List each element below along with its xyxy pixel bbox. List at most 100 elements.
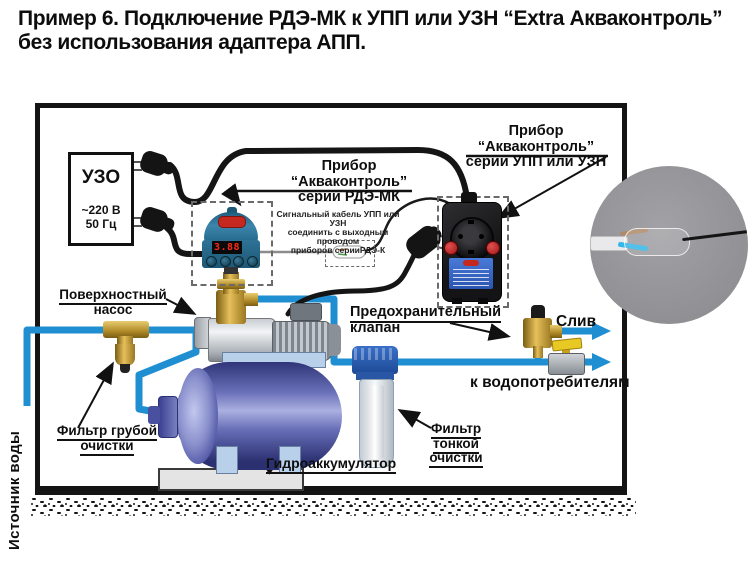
relay-top-nub <box>227 207 237 215</box>
coarse-filter-bowl <box>115 344 135 366</box>
relay-button-icon <box>219 256 231 267</box>
label-fine-filter: Фильтр тонкой очистки <box>406 421 506 468</box>
uzo-frequency: 50 Гц <box>85 217 117 231</box>
upp-socket-notch-bottom <box>468 250 474 254</box>
label-signal-note-line3: приборов серииРДЭ-К <box>290 245 386 255</box>
label-rde-device: Прибор “Акваконтроль” серии РДЭ-МК <box>273 158 425 206</box>
arrow-to-upp <box>496 156 607 219</box>
tank-strap-right <box>279 446 301 474</box>
label-hydroaccumulator: Гидроаккумулятор <box>266 455 397 474</box>
inset-splice-sleeve <box>624 228 690 256</box>
coarse-filter-drain-cap <box>120 364 130 373</box>
coarse-filter-tee <box>103 321 149 338</box>
label-signal-note: Сигнальный кабель УПП или УЗН соединить … <box>270 210 406 255</box>
upp-red-button-right <box>486 241 500 255</box>
label-fine-line1: Фильтр тонкой <box>430 421 482 454</box>
consumers-arrow-icon <box>592 353 611 371</box>
inset-black-wire <box>682 229 748 242</box>
cable-detail-inset <box>590 166 748 324</box>
upp-foot-right <box>478 298 488 304</box>
uzo-plug-top-icon <box>140 151 175 176</box>
label-surface-pump: Поверхностный насос <box>56 287 170 317</box>
label-rde-line1: Прибор “Акваконтроль” <box>290 158 408 190</box>
signal-wire-black <box>364 197 451 253</box>
label-coarse-line2: очистки <box>80 437 134 456</box>
uzo-voltage: ~220 В <box>81 203 121 217</box>
arrow-to-fine-filter <box>397 409 432 429</box>
ball-valve-body <box>548 353 585 375</box>
drain-arrow-icon <box>592 322 611 340</box>
fine-filter-cap-ribs <box>354 348 396 360</box>
splice-wire-green <box>337 253 348 256</box>
label-signal-note-line2: соединить с выходным проводом <box>287 227 389 246</box>
uzo-box: УЗО ~220 В 50 Гц <box>68 152 134 246</box>
power-cable-uzo-to-relay <box>164 225 207 257</box>
safety-valve-cap <box>531 305 545 320</box>
relay-base <box>224 267 238 274</box>
label-fine-line2: очистки <box>429 450 483 468</box>
fine-filter-cap <box>352 346 398 374</box>
coarse-filter-neck <box>117 336 133 346</box>
safety-valve-outlet <box>550 325 562 338</box>
tank-port-stub <box>148 406 160 424</box>
page-title: Пример 6. Подключение РДЭ-МК к УПП или У… <box>18 7 738 55</box>
splice-dashed-box <box>325 240 375 267</box>
pump-power-cable <box>285 246 420 317</box>
label-upp-line1: Прибор “Акваконтроль” <box>477 123 595 155</box>
upp-socket-hole-right <box>479 234 484 239</box>
upp-red-button-left <box>444 241 458 255</box>
relay-button-icon <box>233 256 245 267</box>
safety-valve-body <box>523 318 552 348</box>
relay-button-icon <box>206 256 217 267</box>
upp-sticker <box>449 258 493 289</box>
label-pump-line2: насос <box>93 301 133 317</box>
page-title-line1: Пример 6. Подключение РДЭ-МК к УПП или У… <box>18 7 723 30</box>
upp-socket-notch-top <box>468 220 474 224</box>
relay-button-icon <box>246 256 258 267</box>
upp-foot-left <box>452 298 462 304</box>
label-coarse-filter: Фильтр грубой очистки <box>54 423 160 456</box>
label-pump-line1: Поверхностный <box>59 287 167 305</box>
label-upp-line2: серии УПП или УЗН <box>465 154 607 170</box>
page-title-line2: без использования адаптера АПП. <box>18 31 366 54</box>
arrow-to-pump <box>165 296 197 315</box>
safety-valve-bottom-stub <box>533 346 543 358</box>
relay-dashed-box <box>191 201 273 286</box>
arrow-to-coarse-filter <box>77 361 114 429</box>
arrow-to-safety-valve <box>449 322 511 341</box>
uzo-label: УЗО <box>81 167 121 188</box>
label-drain: Слив <box>556 313 597 330</box>
fine-filter-cartridge <box>366 385 384 459</box>
relay-display: 3.88 <box>212 241 242 254</box>
label-safety-valve: Предохранительный клапан <box>350 304 502 336</box>
tank-strap-left <box>216 446 238 474</box>
fine-filter-collar <box>356 372 394 380</box>
label-tank-text: Гидроаккумулятор <box>266 455 397 474</box>
label-water-source: Источник воды <box>6 430 23 550</box>
ground-hatch <box>30 496 636 516</box>
power-cable-uzo-to-upp <box>167 146 470 206</box>
label-signal-note-line1: Сигнальный кабель УПП или УЗН <box>276 209 400 228</box>
tank-port-flange <box>158 396 178 438</box>
label-consumers: к водопотребителям <box>470 374 630 391</box>
splice-wire-brown <box>337 248 348 251</box>
upp-sticker-logo <box>463 260 479 266</box>
label-underlines <box>230 154 608 193</box>
label-upp-device: Прибор “Акваконтроль” серии УПП или УЗН <box>453 123 619 171</box>
upp-socket-hole-left <box>458 234 463 239</box>
label-safety-line2: клапан <box>350 320 401 336</box>
pump-rear-cap <box>329 324 341 356</box>
pipe-source <box>23 326 203 406</box>
relay-buttons <box>206 256 258 267</box>
label-safety-line1: Предохранительный <box>350 304 502 323</box>
label-coarse-line1: Фильтр грубой <box>56 423 158 441</box>
pump-terminal-box <box>290 303 322 321</box>
tank-end-cap <box>178 368 218 464</box>
pump-outlet-tee <box>216 290 246 324</box>
pump-outlet-side-stub <box>244 293 258 306</box>
relay-brand-logo <box>218 216 246 228</box>
ball-valve-stem <box>562 347 570 355</box>
uzo-plug-bottom-icon <box>140 207 175 232</box>
upp-sticker-text-lines <box>453 269 489 286</box>
